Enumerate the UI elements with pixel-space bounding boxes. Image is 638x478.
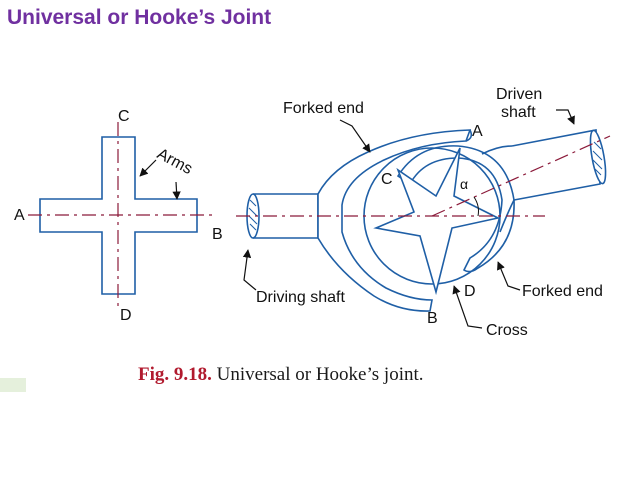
label-d-bottom: D — [120, 307, 132, 324]
forked-end-bottom-leader — [497, 261, 521, 291]
driven-shaft — [511, 129, 601, 201]
label-d-right: D — [464, 283, 476, 300]
figure-caption: Fig. 9.18. Universal or Hooke’s joint. — [138, 364, 424, 386]
cross-outline — [39, 136, 198, 295]
driven-shaft-end — [589, 129, 607, 185]
side-tab — [0, 378, 26, 392]
slide-title: Universal or Hooke’s Joint — [7, 6, 272, 29]
label-arms: Arms — [154, 146, 195, 179]
label-b-bottom: B — [427, 310, 438, 327]
driven-shaft-hatch — [592, 141, 603, 176]
forked-end-top-leader — [339, 119, 371, 153]
label-b-left: B — [212, 226, 223, 243]
driving-shaft-hatch — [248, 199, 258, 231]
label-forked-end-bottom: Forked end — [522, 283, 603, 300]
label-a-left: A — [14, 207, 25, 224]
joint-assembly — [236, 109, 611, 329]
cross-piece — [28, 122, 215, 308]
driven-shaft-leader — [556, 109, 575, 125]
driving-fork — [317, 129, 472, 312]
label-forked-end-top: Forked end — [283, 100, 364, 117]
label-alpha: α — [460, 176, 468, 192]
cross-leader — [452, 285, 483, 329]
label-a-right: A — [472, 123, 483, 140]
driving-fork-top-tip — [465, 129, 473, 142]
label-driven-line1: Driven — [496, 86, 542, 103]
alpha-arc — [473, 196, 479, 217]
arms-leader-2 — [172, 181, 181, 200]
driving-shaft — [253, 193, 319, 239]
driven-fork-neck — [481, 145, 515, 233]
spider-cross — [373, 147, 501, 296]
driven-axis — [431, 135, 611, 217]
label-c-right: C — [381, 171, 393, 188]
label-cross: Cross — [486, 322, 528, 339]
figure-caption-text: Universal or Hooke’s joint. — [216, 364, 424, 385]
figure-number: Fig. 9.18. — [138, 364, 212, 385]
label-driving-shaft: Driving shaft — [256, 289, 345, 306]
driving-shaft-leader — [242, 249, 257, 291]
label-driven-line2: shaft — [501, 104, 536, 121]
arms-leader-1 — [139, 159, 157, 177]
label-c-top: C — [118, 108, 130, 125]
